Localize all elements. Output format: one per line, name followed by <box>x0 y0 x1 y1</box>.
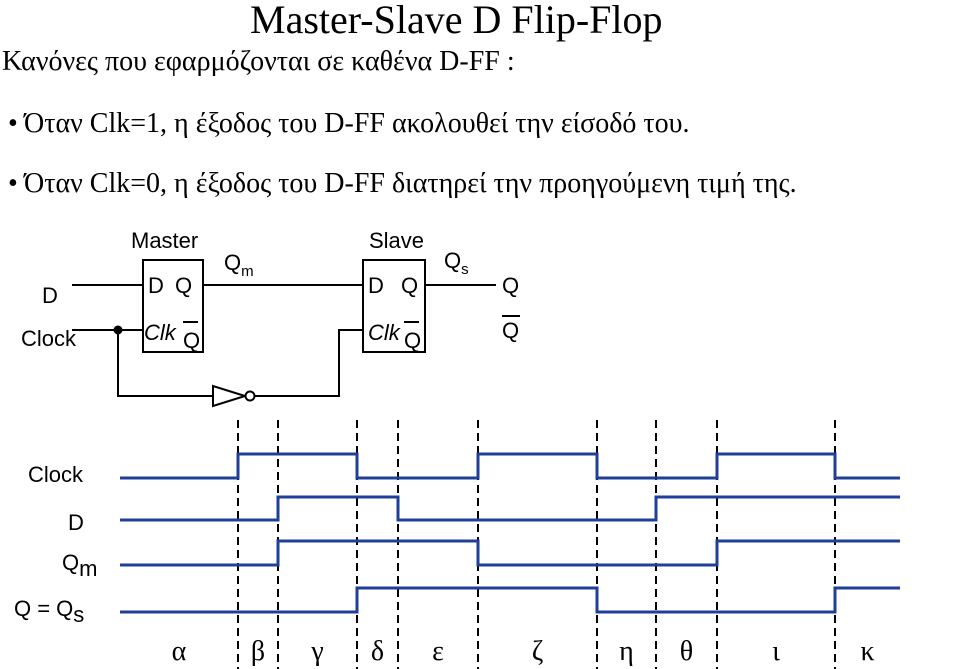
signal-label-d: D <box>68 510 84 535</box>
slave-pin-qbar: Q <box>404 328 421 353</box>
master-pin-clk: Clk <box>144 320 177 345</box>
slave-block <box>362 259 426 353</box>
rule-text: Όταν Clk=0, η έξοδος του D-FF διατηρεί τ… <box>24 168 797 199</box>
interval-label: α <box>172 636 187 667</box>
rules-heading: Κανόνες που εφαρμόζονται σε καθένα D-FF … <box>2 46 515 77</box>
master-pin-d: D <box>148 273 164 298</box>
master-block <box>142 259 204 353</box>
interval-label: ι <box>772 636 780 667</box>
wire-clock-to-inverter <box>117 330 213 397</box>
page-title: Master-Slave D Flip-Flop <box>250 0 663 42</box>
inverter-gate <box>212 384 249 408</box>
signal-label-clock: Clock <box>28 462 84 487</box>
qbar-output-label: Q <box>502 318 519 343</box>
interval-label: δ <box>371 636 384 667</box>
waveform-qm <box>120 539 900 567</box>
slave-pin-d: D <box>368 273 384 298</box>
interval-label: ε <box>432 636 444 667</box>
interval-label: γ <box>310 636 323 667</box>
circuit-schematic <box>72 259 520 408</box>
slave-pin-clk: Clk <box>368 320 401 345</box>
signal-label-qm: Qm <box>62 550 97 581</box>
rule-item: •Όταν Clk=0, η έξοδος του D-FF διατηρεί … <box>8 168 797 200</box>
interval-label: β <box>251 636 265 667</box>
signal-label-qs: Q = Qs <box>14 596 84 627</box>
interval-label: κ <box>860 636 874 667</box>
master-label: Master <box>131 228 198 253</box>
bullet-icon: • <box>8 108 18 139</box>
interval-label: θ <box>680 636 693 667</box>
qs-label: Qs <box>444 248 469 278</box>
wire-inverter-to-slave <box>255 329 363 397</box>
rule-item: •Όταν Clk=1, η έξοδος του D-FF ακολουθεί… <box>8 108 690 140</box>
clock-input-label: Clock <box>21 326 77 351</box>
bullet-icon: • <box>8 168 18 199</box>
inverter-bubble <box>244 390 256 402</box>
interval-label: η <box>619 636 634 667</box>
waveform-qs <box>120 586 900 614</box>
q-output-label: Q <box>502 273 519 298</box>
slave-pin-q: Q <box>401 273 418 298</box>
waveform-clock <box>120 452 900 480</box>
master-pin-qbar: Q <box>183 328 200 353</box>
rule-text: Όταν Clk=1, η έξοδος του D-FF ακολουθεί … <box>24 108 690 139</box>
d-input-label: D <box>42 283 58 308</box>
master-pin-q: Q <box>175 273 192 298</box>
interval-label: ζ <box>532 636 544 667</box>
qm-label: Qm <box>224 250 254 280</box>
waveform-d <box>120 495 900 522</box>
slave-label: Slave <box>369 228 424 253</box>
